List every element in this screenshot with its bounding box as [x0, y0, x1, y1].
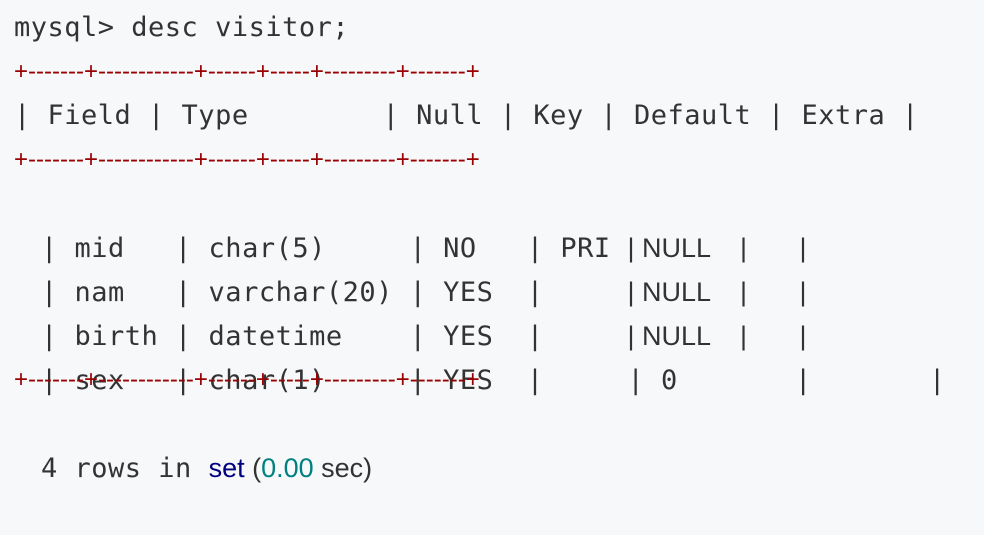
- table-row: | sex | char(1) | YES | | 0 | |: [14, 314, 984, 396]
- row-cells-left: | nam | varchar(20) | YES |: [41, 277, 628, 308]
- summary-unit: sec): [313, 453, 373, 483]
- table-border-bottom: +-------+------------+------+-----+-----…: [14, 366, 480, 393]
- table-row: | mid | char(5) | NO | PRI | NULL | |: [14, 182, 984, 264]
- terminal-output: mysql> desc visitor; +-------+----------…: [14, 12, 984, 484]
- row-cells-right: | 0 | |: [627, 365, 946, 396]
- table-border-top: +-------+------------+------+-----+-----…: [14, 58, 480, 85]
- command-line: mysql> desc visitor;: [14, 12, 350, 43]
- row-cells-left: | sex | char(1) | YES |: [41, 365, 628, 396]
- row-cells-left: | mid | char(5) | NO | PRI: [41, 233, 628, 264]
- row-cells-right: | NULL | |: [627, 277, 807, 307]
- summary-open: (: [244, 453, 262, 483]
- table-border-middle: +-------+------------+------+-----+-----…: [14, 146, 480, 173]
- result-summary: 4 rows in set (0.00 sec): [14, 402, 984, 484]
- summary-prefix: 4 rows in: [41, 453, 209, 484]
- row-cells-right: | NULL | |: [627, 321, 807, 351]
- row-cells-left: | birth | datetime | YES |: [41, 321, 628, 352]
- summary-time: 0.00: [261, 453, 314, 483]
- table-header: | Field | Type | Null | Key | Default | …: [14, 100, 919, 131]
- table-row: | nam | varchar(20) | YES | | NULL | |: [14, 226, 984, 308]
- row-cells-right: | NULL | |: [627, 233, 807, 263]
- summary-keyword: set: [208, 453, 245, 483]
- table-row: | birth | datetime | YES | | NULL | |: [14, 270, 984, 352]
